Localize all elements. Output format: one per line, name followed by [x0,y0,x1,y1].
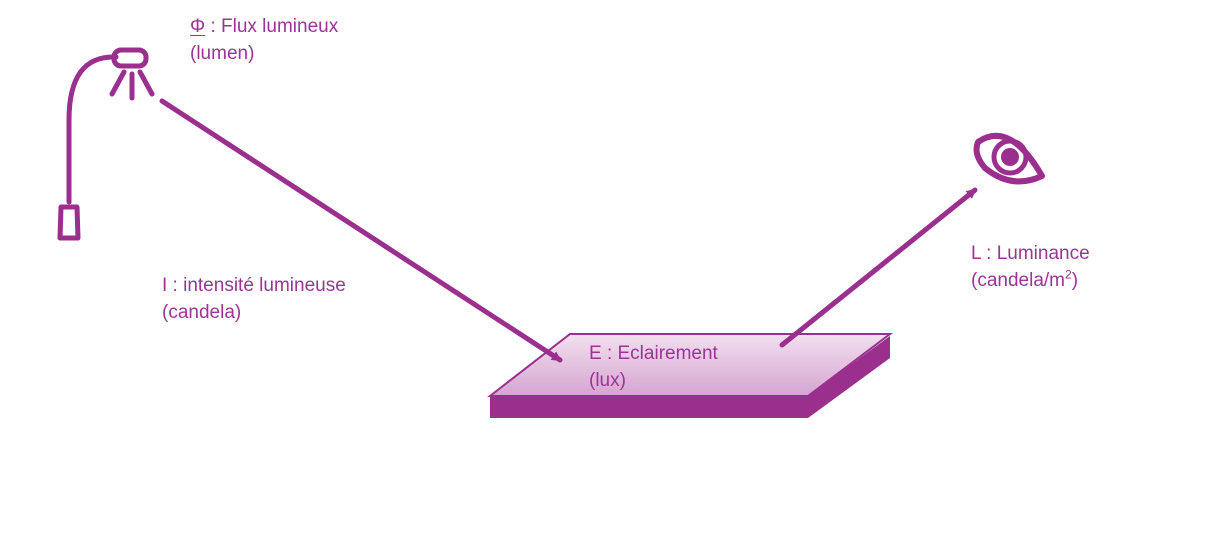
luminance-unit-prefix: (candela/m [971,270,1065,291]
luminance-ray-arrow [779,187,978,348]
luminance-label: L : Luminance (candela/m2) [971,240,1090,294]
eye-icon [973,132,1045,185]
luminance-unit-exponent: 2 [1065,267,1072,282]
street-lamp-icon [57,47,155,241]
flux-symbol: Φ [190,16,206,37]
flux-name: : Flux lumineux [205,16,339,37]
intensity-name: I : intensité lumineuse [162,275,346,296]
illuminance-label: E : Eclairement (lux) [589,340,718,394]
flux-label: Φ : Flux lumineux (lumen) [190,13,338,67]
luminance-unit: (candela/m2) [971,267,1090,294]
flux-unit: (lumen) [190,43,255,64]
luminance-unit-suffix: ) [1071,270,1079,291]
surface-slab [487,333,893,418]
illuminance-name: E : Eclairement [589,343,718,364]
intensity-ray-arrow [159,98,563,363]
intensity-unit: (candela) [162,302,242,323]
illuminance-unit: (lux) [589,370,626,391]
intensity-label: I : intensité lumineuse (candela) [162,272,346,326]
luminance-name: L : Luminance [971,243,1090,264]
